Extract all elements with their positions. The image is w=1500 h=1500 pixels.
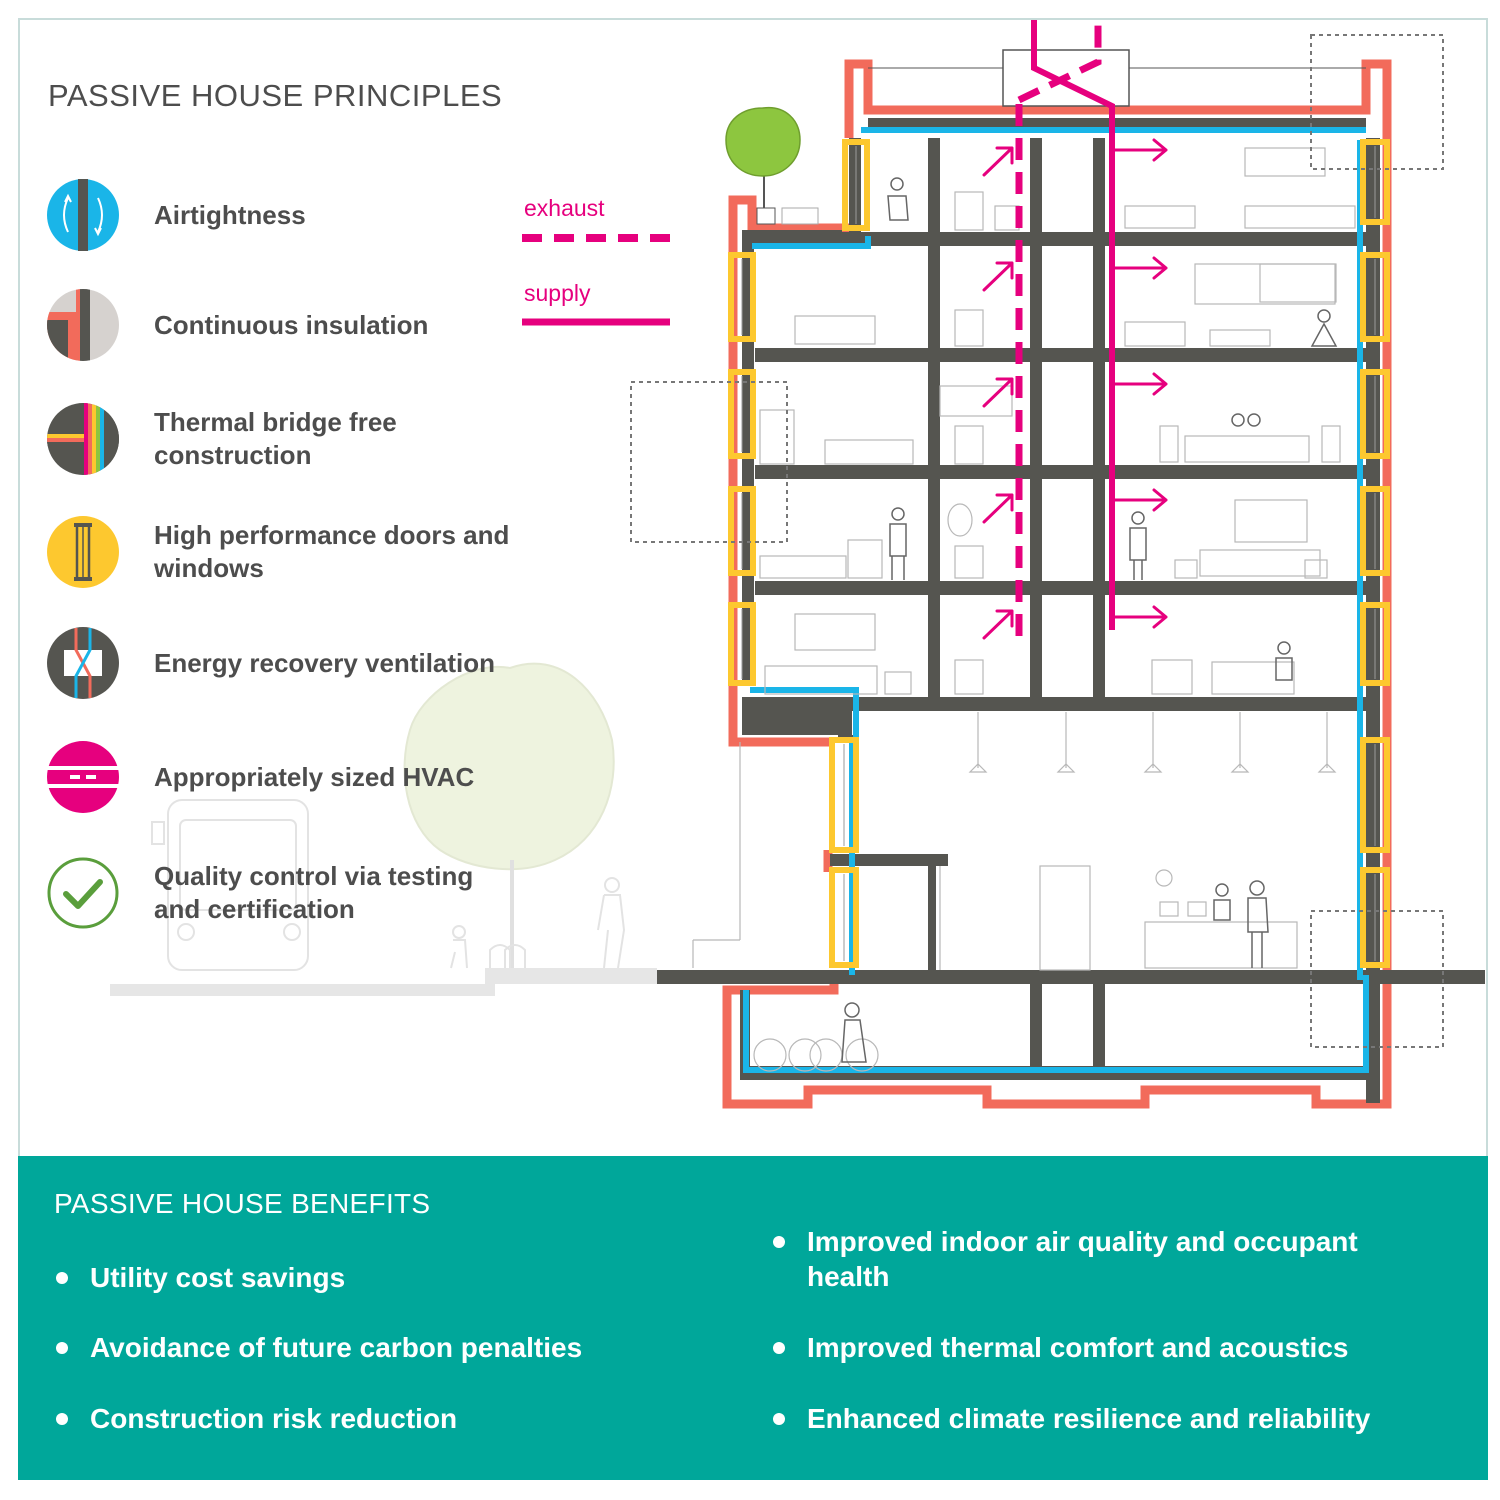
interior-furniture <box>692 147 1356 1072</box>
bullet-icon <box>773 1236 785 1248</box>
principle-energy-recovery: Energy recovery ventilation <box>46 626 514 700</box>
benefits-panel: PASSIVE HOUSE BENEFITS Utility cost savi… <box>18 1156 1488 1480</box>
rooftop-tree <box>725 106 819 225</box>
exhaust-legend-label: exhaust <box>524 195 605 221</box>
window-mullions <box>741 146 1376 961</box>
hvac-icon <box>47 741 119 813</box>
principle-label: Thermal bridge free construction <box>154 407 397 470</box>
principle-label: Quality control via testing and certific… <box>154 861 474 924</box>
street-scene <box>110 662 657 996</box>
principle-label: High performance doors and windows <box>154 520 510 583</box>
windows <box>728 139 1390 968</box>
principle-airtightness: Airtightness <box>46 178 514 252</box>
principle-hvac: Appropriately sized HVAC <box>46 740 514 814</box>
bullet-icon <box>773 1413 785 1425</box>
building-section-diagram <box>110 20 1485 1109</box>
benefit-item: Improved indoor air quality and occupant… <box>773 1224 1413 1294</box>
supply-legend-label: supply <box>524 280 591 306</box>
bullet-icon <box>56 1342 68 1354</box>
benefit-item: Avoidance of future carbon penalties <box>56 1330 582 1365</box>
principle-quality-control: Quality control via testing and certific… <box>46 856 514 930</box>
energy-recovery-icon <box>47 627 119 699</box>
airtightness-icon <box>47 179 119 251</box>
detail-callouts <box>630 34 1444 1048</box>
insulation-icon <box>47 289 119 361</box>
benefit-item: Utility cost savings <box>56 1260 345 1295</box>
principle-label: Airtightness <box>154 199 306 230</box>
principle-insulation: Continuous insulation <box>46 288 514 362</box>
principle-label: Continuous insulation <box>154 309 429 340</box>
benefit-item: Improved thermal comfort and acoustics <box>773 1330 1348 1365</box>
principles-title: PASSIVE HOUSE PRINCIPLES <box>48 78 503 113</box>
insulation-layer <box>722 59 1392 1109</box>
principle-thermal-bridge: Thermal bridge free construction <box>46 402 514 476</box>
principle-windows: High performance doors and windows <box>46 515 514 589</box>
benefit-item: Construction risk reduction <box>56 1401 457 1436</box>
airtight-layer <box>743 127 1369 1073</box>
thermal-bridge-icon <box>47 403 119 475</box>
airflow-arrows <box>982 138 1168 640</box>
bullet-icon <box>56 1413 68 1425</box>
bullet-icon <box>56 1272 68 1284</box>
bullet-icon <box>773 1342 785 1354</box>
occupants <box>841 177 1338 1063</box>
window-icon <box>47 516 119 588</box>
benefit-item: Enhanced climate resilience and reliabil… <box>773 1401 1370 1436</box>
supply-duct <box>1031 20 1115 630</box>
benefits-title: PASSIVE HOUSE BENEFITS <box>54 1188 431 1219</box>
principle-label: Appropriately sized HVAC <box>154 761 475 792</box>
principle-label: Energy recovery ventilation <box>154 647 496 678</box>
checkmark-icon <box>47 857 119 929</box>
exhaust-duct <box>1015 20 1102 636</box>
